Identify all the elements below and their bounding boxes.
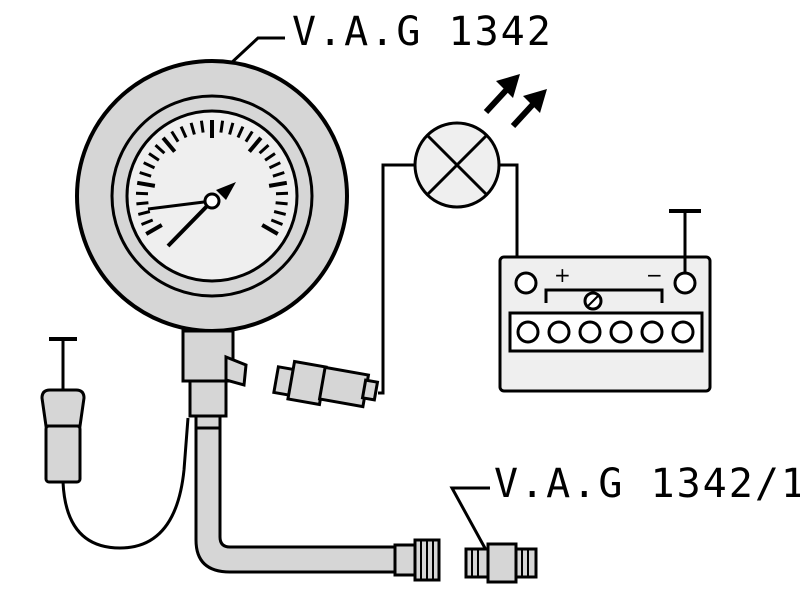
battery-cell-cap xyxy=(640,320,664,344)
gauge-tick xyxy=(247,136,263,153)
gauge-tick xyxy=(219,120,225,133)
gauge-scale-ticks xyxy=(135,120,289,236)
gauge-tick xyxy=(136,201,149,206)
battery-cell-cap xyxy=(547,320,571,344)
lamp-cross-2 xyxy=(425,133,489,197)
adapter-label: V.A.G 1342/1 xyxy=(494,461,800,507)
gauge-tick xyxy=(273,210,287,216)
battery-cell-cap xyxy=(671,320,695,344)
probe-handle xyxy=(40,388,86,428)
gauge-tick xyxy=(272,171,285,178)
gauge-tick xyxy=(189,122,196,135)
battery-cell-cap xyxy=(578,320,602,344)
gauge-tick xyxy=(236,125,245,139)
gauge-tick xyxy=(145,223,163,236)
ground-clip-probe xyxy=(40,337,190,550)
gauge-tick xyxy=(143,161,156,170)
test-lamp xyxy=(413,121,501,209)
switch-terminal xyxy=(360,378,380,402)
gauge-tick xyxy=(275,191,289,196)
tee-branch xyxy=(224,354,248,387)
probe-cable xyxy=(61,417,190,550)
gauge-tick xyxy=(140,218,154,226)
adapter-right-part xyxy=(514,547,538,579)
pressure-gauge xyxy=(75,59,349,333)
light-ray-arrow-2 xyxy=(510,89,547,129)
adapter-leader-line xyxy=(449,486,490,551)
gauge-tick xyxy=(228,122,235,135)
gauge-tick xyxy=(268,161,281,170)
gauge-tick xyxy=(170,130,180,143)
hose-line xyxy=(194,426,397,574)
gauge-needle xyxy=(166,199,214,248)
light-rays xyxy=(483,74,547,129)
gauge-tick xyxy=(135,191,149,196)
gauge-label: V.A.G 1342 xyxy=(292,9,553,55)
battery-cell-caps xyxy=(516,320,695,344)
gauge-tick xyxy=(136,180,156,188)
gauge-stem-fitting xyxy=(181,329,248,430)
light-ray-arrow-1 xyxy=(483,74,520,115)
switch-body xyxy=(317,365,371,409)
battery-top-ledge xyxy=(544,288,664,303)
gauge-tick xyxy=(199,120,205,133)
adapter-hex xyxy=(486,542,518,584)
wire-switch-to-lamp xyxy=(378,163,415,395)
gauge-stem-collar xyxy=(194,414,222,430)
battery-cell-cap xyxy=(516,320,540,344)
gauge-tick xyxy=(139,171,152,178)
battery-vent-plug-slot xyxy=(587,295,599,307)
gauge-needle-tail xyxy=(147,199,213,211)
gauge-tick xyxy=(179,125,188,139)
hose-end-sleeve xyxy=(393,543,417,577)
gauge-tick xyxy=(261,223,279,236)
gauge-tick xyxy=(148,152,160,162)
battery-cell-cap xyxy=(609,320,633,344)
gauge-tick xyxy=(154,143,166,155)
oil-pressure-switch xyxy=(272,359,380,409)
battery-positive-terminal xyxy=(514,271,538,295)
battery-cell-panel xyxy=(508,311,704,353)
battery-negative-sign: − xyxy=(646,263,663,287)
gauge-tick xyxy=(268,180,288,188)
gauge-tick xyxy=(264,152,276,162)
gauge-needle-hub xyxy=(203,192,221,210)
gauge-pointer-mark xyxy=(216,182,236,200)
battery: + − xyxy=(498,209,712,393)
gauge-tick xyxy=(137,210,151,216)
battery-negative-terminal xyxy=(673,271,697,295)
battery-positive-sign: + xyxy=(554,263,571,287)
gauge-tick xyxy=(275,201,288,206)
hose-end-fitting xyxy=(393,538,441,582)
gauge-tick xyxy=(244,130,254,143)
gauge-tick xyxy=(270,218,284,226)
adapter-fitting xyxy=(464,542,538,584)
gauge-tick xyxy=(258,143,270,155)
gauge-stem-nut xyxy=(188,379,228,418)
probe-body xyxy=(44,424,82,484)
gauge-tick xyxy=(161,136,177,153)
